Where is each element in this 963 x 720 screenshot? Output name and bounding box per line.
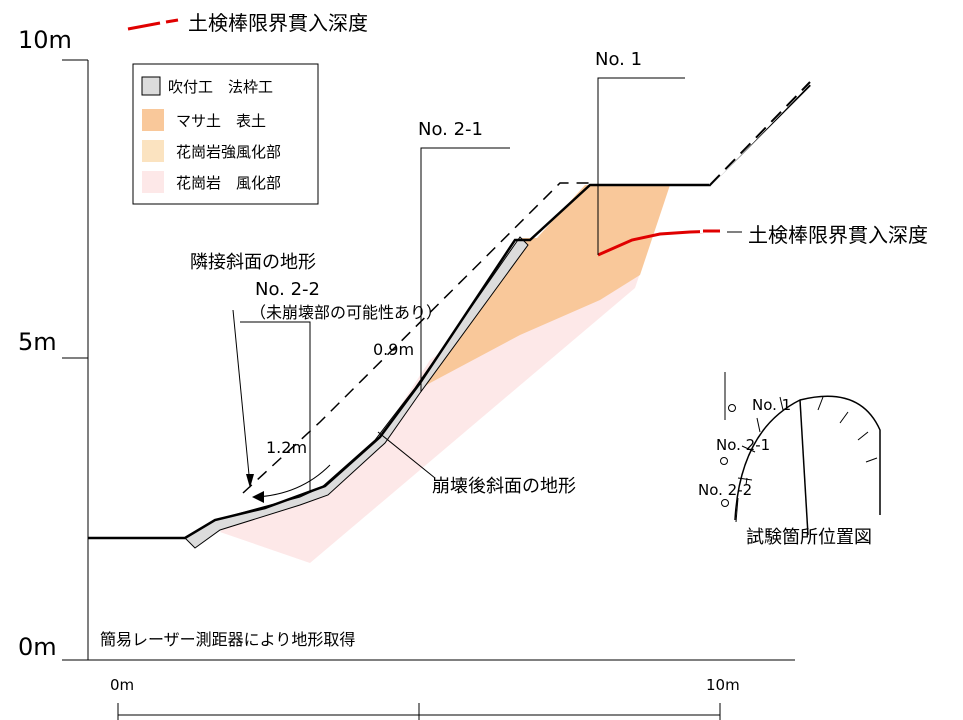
label-collapsed-slope: 崩壊後斜面の地形 [432,476,576,497]
no22-boring-line [240,321,311,492]
inset-map-title: 試験箇所位置図 [746,527,872,548]
y-label-0m: 0m [18,633,57,661]
label-no21: No. 2-1 [418,119,483,140]
top-legend-dash2 [165,18,179,24]
x-label-0m: 0m [110,676,134,694]
legend-swatch-strong-weathered [142,140,164,162]
y-label-5m: 5m [18,328,57,356]
legend-label-weathered: 花崗岩 風化部 [176,174,281,192]
top-legend-label: 土検棒限界貫入深度 [188,11,368,35]
label-depth-12: 1.2m [266,438,307,457]
legend-swatch-masa [142,109,164,131]
legend-swatch-shotcrete [141,76,161,96]
x-label-10m: 10m [706,676,740,694]
inset-label-no22: No. 2-2 [698,481,752,499]
legend-label-masa: マサ土 表土 [176,112,266,130]
ground-surface-line [88,84,811,540]
slide-arrowhead [252,491,264,503]
legend-label-shotcrete: 吹付工 法枠工 [168,78,273,96]
top-legend-dash1 [127,21,161,31]
label-no22: No. 2-2 [255,279,320,300]
legend-swatch-weathered [142,171,164,193]
adjacent-slope-arrowhead [246,474,254,488]
label-depth-09: 0.9m [373,340,414,359]
y-label-10m: 10m [18,26,72,54]
masa-soil-topsoil-zone [415,185,670,392]
label-measurement-note: 簡易レーザー測距器により地形取得 [100,630,355,649]
inset-no22-marker [721,499,729,507]
adjacent-slope-leader [232,309,251,486]
upper-slope-dashed-line [709,81,811,186]
inset-location-map [720,372,881,536]
inset-label-no21: No. 2-1 [716,436,770,454]
no21-boring-line [420,147,510,392]
label-no1: No. 1 [595,49,642,70]
label-no22-note: （未崩壊部の可能性あり） [250,303,442,322]
label-limit-depth: 土検棒限界貫入深度 [748,223,928,247]
no1-boring-line [597,77,685,255]
inset-no1-marker [728,404,736,412]
collapsed-slope-leader [377,431,436,479]
inset-label-no1: No. 1 [752,396,791,414]
inset-no21-marker [720,457,728,465]
label-adjacent-slope: 隣接斜面の地形 [190,252,316,273]
legend-label-strong-weathered: 花崗岩強風化部 [176,143,281,161]
